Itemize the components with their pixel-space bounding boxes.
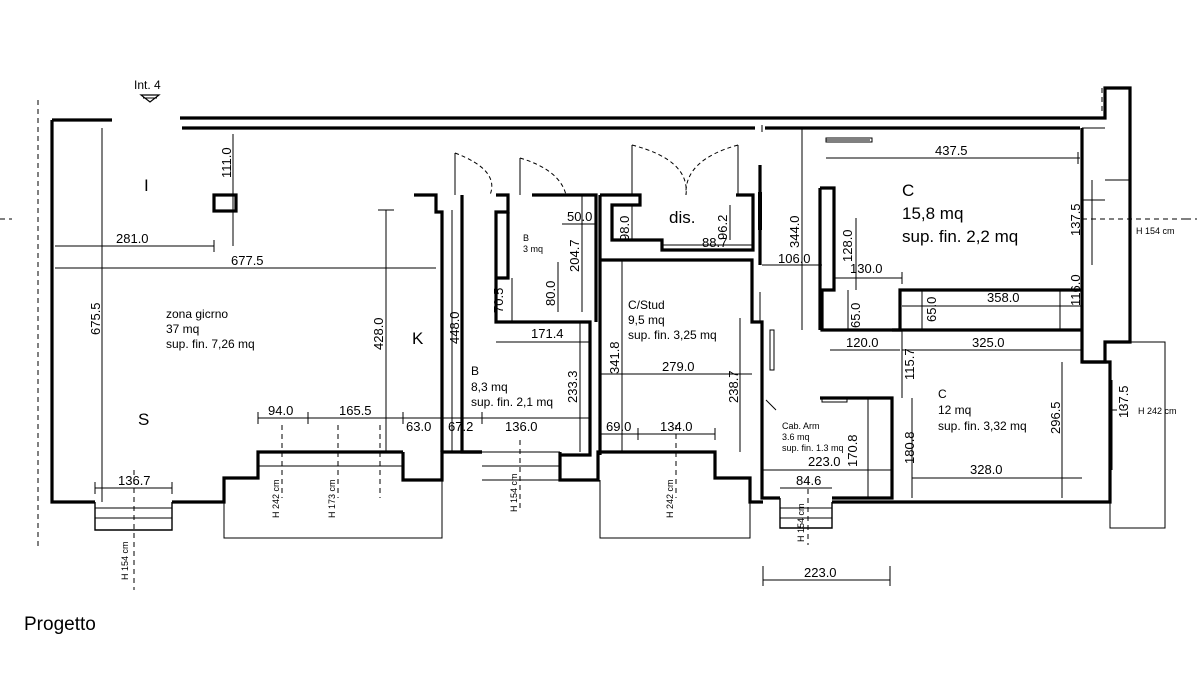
- dim-1375b: 137.5: [1116, 385, 1131, 418]
- drawing-caption: Progetto: [24, 614, 96, 635]
- dim-130: 130.0: [850, 261, 883, 276]
- reference-lines: [0, 88, 1197, 548]
- room-soggiorno-desc: zona gicrno: [166, 307, 228, 321]
- dim-675: 675.5: [88, 302, 103, 335]
- height-note: H 242 cm: [271, 479, 281, 518]
- dim-223b: 223.0: [804, 565, 837, 580]
- dim-887: 88.7: [702, 235, 727, 250]
- dimension-lines: [55, 128, 1186, 590]
- room-camera1-area: 15,8 mq: [902, 204, 963, 223]
- dim-63: 63.0: [406, 419, 431, 434]
- window-sills: [94, 127, 1166, 539]
- height-note: H 154 cm: [796, 503, 806, 542]
- dimension-values-vertical: 111.0 675.5 428.0 448.0 204.7 70.5 80.0 …: [88, 147, 1131, 467]
- room-soggiorno-label: S: [138, 410, 149, 429]
- height-note: H 154 cm: [120, 541, 130, 580]
- room-camera1-label: C: [902, 181, 914, 200]
- room-studio-sup: sup. fin. 3,25 mq: [628, 328, 717, 342]
- dim-677: 677.5: [231, 253, 264, 268]
- room-camera2-sup: sup. fin. 3,32 mq: [938, 419, 1027, 433]
- window-heights: H 242 cm H 173 cm H 154 cm H 242 cm H 15…: [120, 226, 1177, 580]
- dim-962: 96.2: [715, 215, 730, 240]
- dim-325: 325.0: [972, 335, 1005, 350]
- dim-2047: 204.7: [567, 239, 582, 272]
- walls: [50, 86, 1132, 504]
- room-dis-label: dis.: [669, 208, 695, 227]
- dim-134: 134.0: [660, 419, 693, 434]
- dim-3418: 341.8: [607, 341, 622, 374]
- room-camera2-label: C: [938, 387, 947, 401]
- dim-428: 428.0: [371, 317, 386, 350]
- dim-94: 94.0: [268, 403, 293, 418]
- height-note: H 154 cm: [509, 473, 519, 512]
- dim-120: 120.0: [846, 335, 879, 350]
- room-camera2-area: 12 mq: [938, 403, 971, 417]
- dim-2965: 296.5: [1048, 401, 1063, 434]
- dimension-values-horizontal: 281.0 677.5 94.0 165.5 63.0 67.2 136.0 6…: [116, 143, 1020, 580]
- pillar: [212, 193, 238, 213]
- dim-328: 328.0: [970, 462, 1003, 477]
- dim-1708: 170.8: [845, 434, 860, 467]
- entrance-arrow-icon: [139, 94, 161, 103]
- room-ingresso-label: I: [144, 176, 149, 195]
- room-cabina-area: 3.6 mq: [782, 432, 810, 442]
- dim-136a: 136.0: [505, 419, 538, 434]
- room-bagno-small-area: 3 mq: [523, 244, 543, 254]
- room-soggiorno-sup: sup. fin. 7,26 mq: [166, 337, 255, 351]
- room-bagno-sup: sup. fin. 2,1 mq: [471, 395, 553, 409]
- dim-2333: 233.3: [565, 370, 580, 403]
- room-camera1-sup: sup. fin. 2,2 mq: [902, 227, 1018, 246]
- dim-705: 70.5: [491, 288, 506, 313]
- dim-1375a: 137.5: [1068, 203, 1083, 236]
- dim-65a: 65.0: [848, 303, 863, 328]
- room-cucina-label: K: [412, 329, 424, 348]
- dim-448: 448.0: [447, 311, 462, 344]
- room-studio-label: C/Stud: [628, 298, 665, 312]
- dim-1367: 136.7: [118, 473, 151, 488]
- entrance-label: Int. 4: [134, 78, 161, 92]
- dim-1714: 171.4: [531, 326, 564, 341]
- dim-69: 69.0: [606, 419, 631, 434]
- dim-116: 116.0: [1068, 274, 1083, 306]
- dim-846: 84.6: [796, 473, 821, 488]
- room-labels: Int. 4 I S zona gicrno 37 mq sup. fin. 7…: [134, 78, 1027, 453]
- height-note: H 154 cm: [1136, 226, 1175, 236]
- dim-223a: 223.0: [808, 454, 841, 469]
- room-cabina-label: Cab. Arm: [782, 421, 820, 431]
- dim-358: 358.0: [987, 290, 1020, 305]
- dim-344: 344.0: [787, 215, 802, 248]
- dim-65b: 65.0: [924, 297, 939, 322]
- dim-672: 67.2: [448, 419, 473, 434]
- room-bagno-area: 8,3 mq: [471, 380, 508, 394]
- dim-80: 80.0: [543, 281, 558, 306]
- dim-281: 281.0: [116, 231, 149, 246]
- dim-50: 50.0: [567, 209, 592, 224]
- room-studio-area: 9,5 mq: [628, 313, 665, 327]
- room-cabina-sup: sup. fin. 1.3 mq: [782, 443, 844, 453]
- dim-4375: 437.5: [935, 143, 968, 158]
- dim-1157: 115.7: [902, 348, 917, 380]
- dim-128: 128.0: [840, 229, 855, 262]
- room-soggiorno-area: 37 mq: [166, 322, 199, 336]
- room-bagno-small-label: B: [523, 233, 529, 243]
- height-note: H 242 cm: [1138, 406, 1177, 416]
- dim-2387: 238.7: [726, 370, 741, 403]
- door-swings: [454, 125, 873, 411]
- height-note: H 242 cm: [665, 479, 675, 518]
- dim-279: 279.0: [662, 359, 695, 374]
- dim-98: 98.0: [617, 216, 632, 241]
- dim-111: 111.0: [219, 147, 234, 178]
- dim-106: 106.0: [778, 251, 811, 266]
- dim-1808: 180.8: [902, 431, 917, 464]
- height-note: H 173 cm: [327, 479, 337, 518]
- room-bagno-label: B: [471, 364, 479, 378]
- dim-165: 165.5: [339, 403, 372, 418]
